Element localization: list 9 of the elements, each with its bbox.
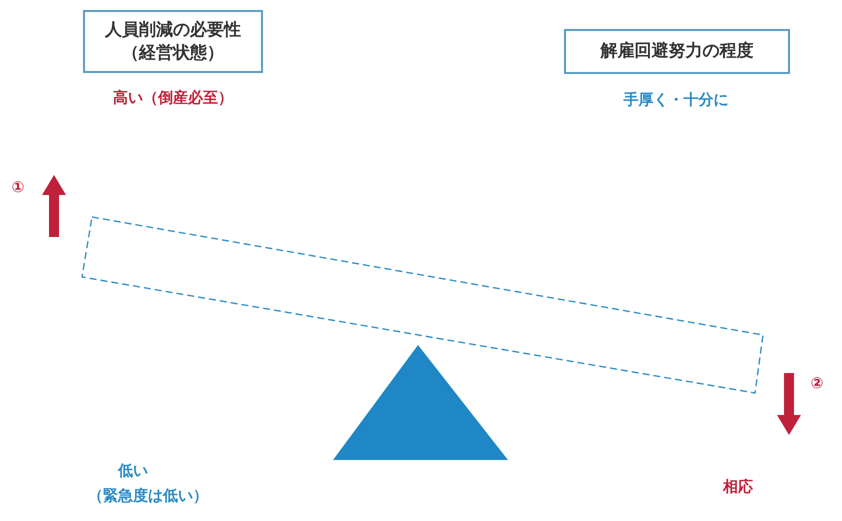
level-label: 手厚く・十分に [624,90,728,110]
heading-box: 人員削減の必要性（経営状態） [83,10,263,73]
step-number: ① [12,178,24,196]
level-label: 高い（倒産必至） [113,88,233,108]
level-label: 相応 [723,478,753,496]
level-label: 低い [118,462,148,480]
heading-box: 解雇回避努力の程度 [564,29,790,74]
level-label: （緊急度は低い） [88,486,208,506]
step-number: ② [810,374,824,392]
